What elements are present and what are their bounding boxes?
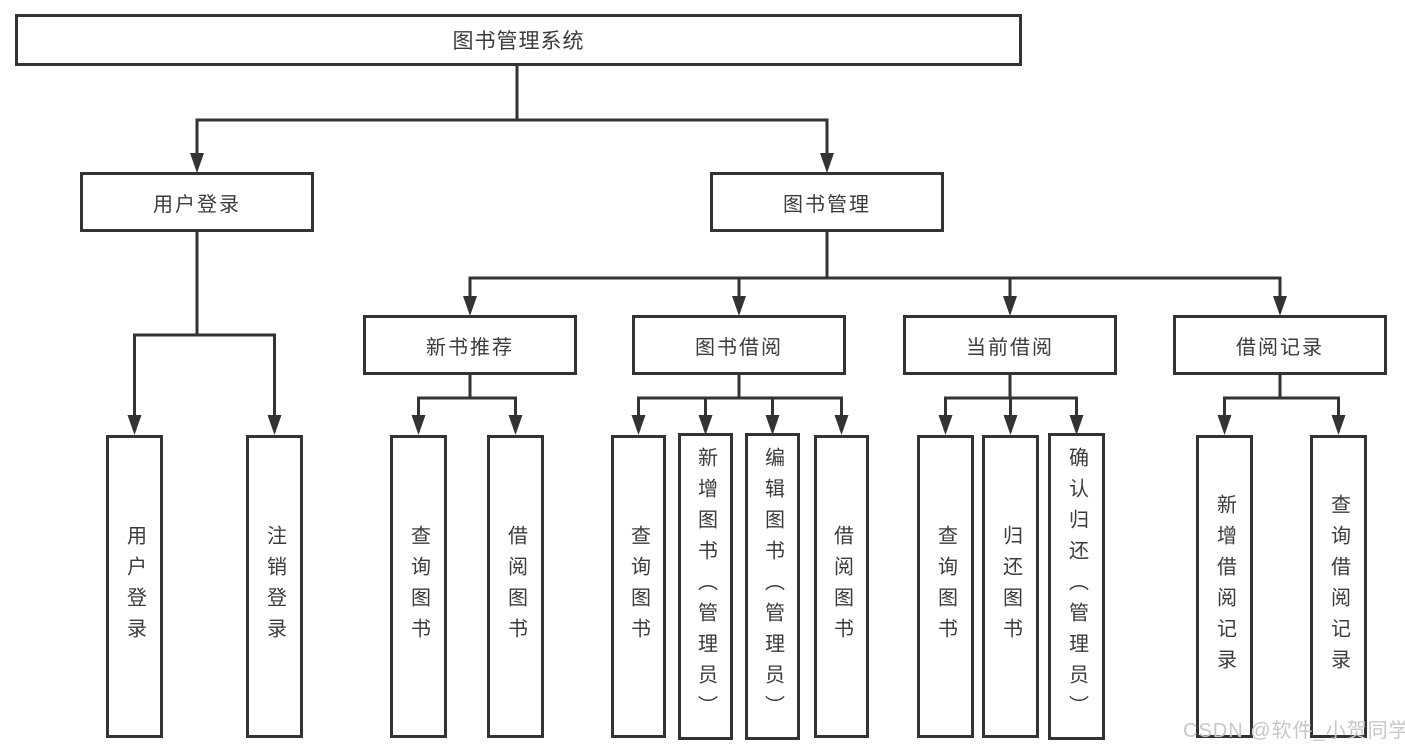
connector-newbook-to-leaves	[411, 374, 523, 435]
connector-userlogin-to-leaves	[127, 231, 282, 435]
csdn-watermark: CSDN @软件_小贺同学	[1183, 720, 1405, 742]
leaf-add-books-admin: 新增图书（管理员）	[678, 433, 733, 740]
node-book-borrow: 图书借阅	[632, 315, 846, 375]
leaf-borrow-books: 借阅图书	[814, 435, 869, 738]
leaf-logout: 注销登录	[246, 435, 303, 738]
node-new-book-recommend: 新书推荐	[363, 315, 577, 375]
node-current-borrow: 当前借阅	[903, 315, 1117, 375]
leaf-user-login: 用户登录	[106, 435, 163, 738]
leaf-confirm-return-admin: 确认归还（管理员）	[1048, 433, 1105, 740]
connector-records-to-leaves	[1217, 374, 1346, 435]
node-borrow-records: 借阅记录	[1173, 315, 1387, 375]
leaf-return-books: 归还图书	[982, 435, 1039, 738]
node-root-library-system: 图书管理系统	[15, 14, 1022, 66]
connector-borrow-to-leaves	[631, 374, 849, 435]
leaf-query-books-borrow: 查询图书	[611, 435, 666, 738]
node-user-login: 用户登录	[80, 172, 314, 232]
connector-root-to-level2	[190, 64, 834, 173]
leaf-query-borrow-record: 查询借阅记录	[1310, 435, 1367, 738]
node-book-management: 图书管理	[710, 172, 944, 232]
connector-bookmgmt-to-level3	[463, 231, 1287, 316]
leaf-edit-books-admin: 编辑图书（管理员）	[745, 433, 800, 740]
leaf-add-borrow-record: 新增借阅记录	[1196, 435, 1253, 738]
connector-current-to-leaves	[938, 374, 1084, 435]
leaf-borrow-books-recommend: 借阅图书	[487, 435, 544, 738]
leaf-query-books-current: 查询图书	[917, 435, 974, 738]
leaf-query-books-recommend: 查询图书	[390, 435, 447, 738]
